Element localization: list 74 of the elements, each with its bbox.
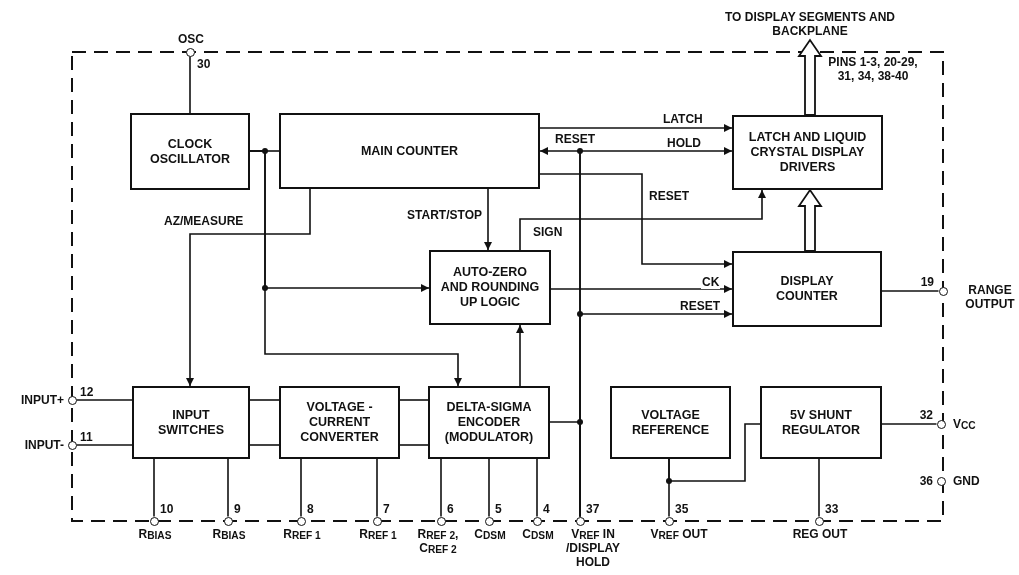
connector-line bbox=[227, 458, 229, 518]
pin-number: 19 bbox=[920, 276, 934, 290]
connector-line bbox=[189, 55, 191, 114]
pin-number: 32 bbox=[919, 409, 933, 423]
block-box bbox=[760, 386, 882, 459]
connector-line bbox=[818, 458, 820, 518]
block-label: LATCH AND LIQUID CRYSTAL DISPLAY DRIVERS bbox=[747, 130, 868, 175]
arrow bbox=[516, 324, 524, 387]
pin-number: 8 bbox=[307, 503, 314, 517]
connector-line bbox=[399, 399, 429, 401]
edge-label: CK bbox=[701, 276, 721, 290]
bus-arrow bbox=[797, 188, 823, 252]
pin-list-note: PINS 1-3, 20-29, 31, 34, 38-40 bbox=[827, 55, 919, 84]
arrow bbox=[484, 188, 492, 251]
connector-line bbox=[668, 423, 761, 482]
connector-line bbox=[75, 399, 133, 401]
pin-label: REG OUT bbox=[792, 528, 848, 542]
pin-number: 30 bbox=[197, 58, 211, 72]
pin-number: 5 bbox=[495, 503, 502, 517]
block-box bbox=[279, 386, 400, 459]
connector-line bbox=[881, 290, 940, 292]
pin-label: INPUT- bbox=[24, 439, 64, 453]
block-box bbox=[428, 386, 550, 459]
pin-label: RANGE OUTPUT bbox=[964, 284, 1016, 312]
pin-number: 9 bbox=[234, 503, 241, 517]
pin-number: 7 bbox=[383, 503, 390, 517]
pin-number: 6 bbox=[447, 503, 454, 517]
pin-number: 12 bbox=[80, 386, 94, 400]
connector-line bbox=[399, 444, 429, 446]
arrow bbox=[249, 150, 462, 387]
signal-label: TO DISPLAY SEGMENTS AND BACKPLANE bbox=[720, 10, 900, 39]
block-label: DELTA-SIGMA ENCODER (MODULATOR) bbox=[443, 400, 535, 445]
block-label: DISPLAY COUNTER bbox=[775, 274, 839, 304]
pin-number: 11 bbox=[80, 431, 93, 445]
arrow bbox=[539, 124, 733, 132]
pin-number: 37 bbox=[586, 503, 600, 517]
arrow bbox=[186, 188, 311, 387]
pin-number: 36 bbox=[919, 475, 933, 489]
connector-line bbox=[153, 458, 155, 518]
connector-line bbox=[376, 458, 378, 518]
block-box bbox=[610, 386, 731, 459]
connector-line bbox=[881, 423, 938, 425]
pin-number: 35 bbox=[675, 503, 689, 517]
block-label: VOLTAGE REFERENCE bbox=[630, 407, 711, 438]
connector-line bbox=[488, 458, 490, 518]
pin-number: 33 bbox=[825, 503, 839, 517]
pin-label: OSC bbox=[178, 33, 204, 47]
block-box bbox=[132, 386, 250, 459]
block-label: MAIN COUNTER bbox=[359, 143, 460, 159]
arrow bbox=[550, 285, 733, 293]
connector-line bbox=[249, 444, 280, 446]
arrow bbox=[539, 173, 733, 268]
block-label: INPUT SWITCHES bbox=[157, 407, 225, 438]
pin-label: GND bbox=[953, 475, 980, 489]
block-box bbox=[279, 113, 540, 189]
block-box bbox=[429, 250, 551, 325]
block-label: VOLTAGE -CURRENT CONVERTER bbox=[299, 400, 380, 445]
connector-line bbox=[440, 458, 442, 518]
block-label: AUTO-ZERO AND ROUNDING UP LOGIC bbox=[440, 265, 540, 310]
block-box bbox=[732, 115, 883, 190]
pin-number: 4 bbox=[543, 503, 550, 517]
pin-number: 10 bbox=[160, 503, 174, 517]
block-box bbox=[130, 113, 250, 190]
pin-label: INPUT+ bbox=[21, 394, 64, 408]
connector-line bbox=[300, 458, 302, 518]
block-label: 5V SHUNT REGULATOR bbox=[781, 407, 861, 438]
block-box bbox=[732, 251, 882, 327]
connector-line bbox=[549, 421, 581, 518]
connector-line bbox=[249, 399, 280, 401]
connector-line bbox=[536, 458, 538, 518]
bus-arrow bbox=[797, 38, 823, 116]
block-label: CLOCK OSCILLATOR bbox=[148, 136, 232, 167]
connector-line bbox=[75, 444, 133, 446]
arrow bbox=[519, 189, 766, 251]
